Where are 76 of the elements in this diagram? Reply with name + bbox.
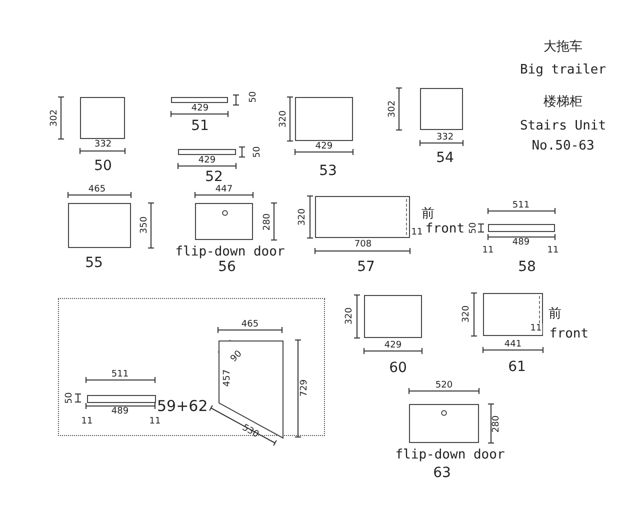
dimension-value: 280 [492, 415, 502, 433]
dimension-value: 447 [215, 186, 233, 194]
panel [409, 404, 479, 443]
dimension-value: 429 [191, 104, 209, 114]
panel [315, 196, 410, 238]
panel [483, 293, 543, 336]
part-number: 60 [389, 361, 407, 375]
panel [195, 203, 253, 240]
dimension-value: 302 [388, 100, 398, 118]
part-number: 57 [357, 260, 375, 274]
direction-label: 前 [548, 308, 562, 320]
bar-panel [488, 224, 555, 232]
dimension-value: 350 [140, 216, 150, 234]
dimension-value: 465 [88, 186, 106, 194]
trapezoid-panel [219, 341, 283, 438]
dimension-value: 11 [547, 246, 559, 256]
dimension-value: 332 [94, 140, 112, 150]
panel [295, 97, 353, 141]
part-number: 54 [436, 151, 454, 165]
panel [420, 88, 463, 130]
dimension-value: 320 [346, 307, 354, 325]
door-label: flip-down door [175, 246, 285, 258]
dimension-value: 429 [315, 142, 333, 152]
dimension-value: 530 [240, 424, 260, 440]
direction-label: front [549, 328, 589, 340]
dimension-value: 511 [512, 202, 530, 210]
title-text: Stairs Unit [520, 120, 606, 132]
door-label: flip-down door [395, 448, 505, 462]
part-number: 56 [218, 260, 236, 274]
bar-panel [178, 149, 236, 155]
dimension-value: 11 [411, 228, 423, 238]
title-text: No.50-63 [532, 140, 594, 152]
dimension-value: 520 [435, 382, 453, 390]
part-number: 50 [94, 159, 112, 173]
part-number: 51 [191, 119, 209, 133]
dimension-value: 465 [241, 320, 259, 330]
dimension-value: 429 [384, 342, 402, 350]
direction-label: 前 [422, 208, 434, 220]
dimension-value: 320 [280, 110, 288, 128]
part-number: 52 [205, 170, 223, 184]
title-text: Big trailer [520, 64, 606, 76]
dimension-value: 11 [149, 418, 161, 426]
dimension-value: 50 [470, 222, 478, 234]
dimension-value: 50 [254, 146, 262, 158]
dimension-value: 11 [81, 418, 93, 426]
dimension-value: 11 [482, 246, 494, 256]
bar-panel [171, 97, 228, 103]
dimension-value: 332 [436, 134, 454, 142]
panel [80, 97, 125, 139]
dimension-value: 511 [111, 370, 129, 380]
part-number: 59+62 [157, 399, 208, 414]
group-frame [58, 298, 325, 436]
panel [364, 295, 422, 338]
dimension-value: 708 [354, 240, 372, 250]
part-number: 63 [433, 466, 451, 480]
dimension-value: 320 [462, 305, 472, 323]
title-text: 大拖车 [544, 40, 582, 54]
dimension-value: 280 [264, 213, 272, 231]
dimension-value: 302 [50, 109, 60, 127]
dimension-value: 489 [512, 238, 530, 248]
dimension-value: 489 [111, 408, 129, 416]
dimension-value: 50 [250, 91, 258, 103]
dimension-value: 429 [198, 156, 216, 166]
title-text: 楼梯柜 [544, 96, 582, 108]
part-number: 61 [508, 360, 526, 374]
bar-panel [87, 395, 156, 403]
part-number: 58 [518, 260, 536, 274]
dimension-value: 729 [300, 379, 310, 397]
direction-label: front [425, 222, 465, 236]
panel [68, 203, 131, 248]
dimension-value: 11 [529, 324, 543, 334]
dimension-value: 320 [298, 208, 308, 226]
dimension-value: 441 [504, 340, 522, 350]
part-number: 55 [85, 256, 103, 270]
dimension-value: 50 [66, 392, 74, 404]
part-number: 53 [319, 164, 337, 178]
